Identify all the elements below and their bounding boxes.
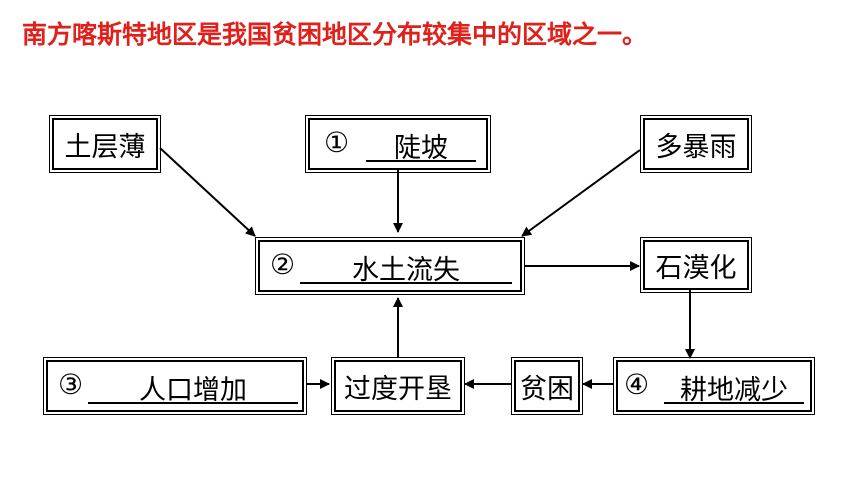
arrow-thin-soil-to-erosion <box>159 147 256 237</box>
node-item1: ① 陡坡 <box>305 115 491 173</box>
item1-answer: 陡坡 <box>394 133 448 164</box>
node-heavy-rain: 多暴雨 <box>640 115 752 173</box>
item3-underline <box>88 402 298 404</box>
item4-answer: 耕地减少 <box>680 375 788 406</box>
node-poverty-label: 贫困 <box>520 373 574 405</box>
node-heavy-rain-label: 多暴雨 <box>655 131 737 163</box>
node-thin-soil-label: 土层薄 <box>64 131 146 163</box>
item3-number: ③ <box>58 367 84 401</box>
item2-underline <box>300 282 512 284</box>
node-desertification-label: 石漠化 <box>655 252 737 284</box>
item1-number: ① <box>324 125 350 159</box>
item1-underline <box>366 160 476 162</box>
node-reclamation: 过度开垦 <box>331 357 465 415</box>
item4-number: ④ <box>624 367 650 401</box>
node-desertification: 石漠化 <box>640 237 752 293</box>
arrow-rain-to-erosion <box>521 149 641 237</box>
node-thin-soil: 土层薄 <box>49 115 161 173</box>
node-item4: ④ 耕地减少 <box>613 357 815 415</box>
item3-answer: 人口增加 <box>139 375 247 406</box>
node-item2: ② 水土流失 <box>255 237 525 295</box>
item4-underline <box>664 402 804 404</box>
node-poverty: 贫困 <box>511 357 583 415</box>
page-title: 南方喀斯特地区是我国贫困地区分布较集中的区域之一。 <box>22 20 648 49</box>
item2-number: ② <box>270 247 296 281</box>
node-item3: ③ 人口增加 <box>43 357 307 415</box>
node-reclamation-label: 过度开垦 <box>344 373 452 405</box>
item2-answer: 水土流失 <box>352 255 460 286</box>
